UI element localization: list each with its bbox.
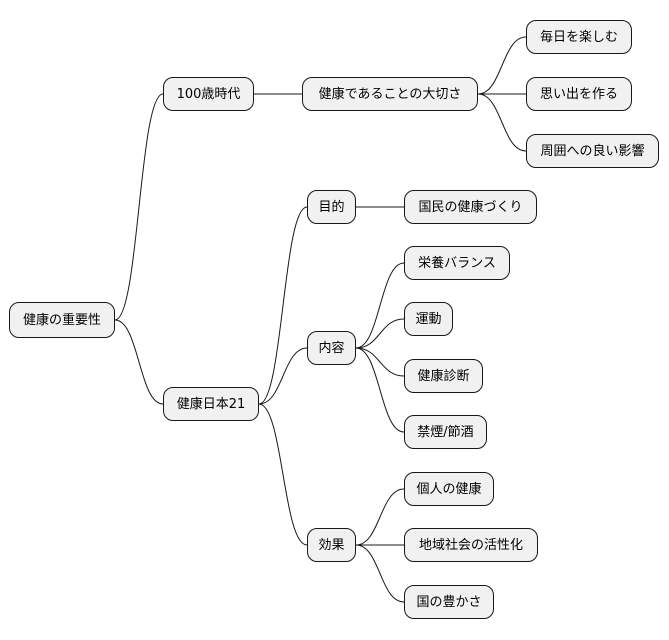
connector-n21b-n21b1 [355, 262, 405, 349]
node-label: 運動 [415, 311, 442, 327]
mindmap-node-no-smoking-drinking: 禁煙/節酒 [404, 415, 487, 449]
node-label: 健康であることの大切さ [318, 86, 462, 102]
mindmap-node-good-influence: 周囲への良い影響 [526, 134, 659, 168]
node-label: 毎日を楽しむ [539, 29, 618, 45]
connector-n21-n21c [258, 403, 308, 546]
node-label: 周囲への良い影響 [540, 143, 645, 159]
node-label: 個人の健康 [416, 481, 482, 497]
mindmap-node-importance-of-health: 健康であることの大切さ [302, 77, 478, 111]
mindmap-node-national-health: 国民の健康づくり [404, 190, 537, 224]
mindmap-node-root: 健康の重要性 [9, 302, 115, 338]
node-label: 国民の健康づくり [418, 199, 523, 215]
mindmap-node-effect: 効果 [307, 528, 356, 562]
connector-n21-n21b [258, 347, 308, 405]
mindmap-node-health-checkup: 健康診断 [404, 359, 483, 393]
mindmap-node-health-japan-21: 健康日本21 [163, 387, 259, 421]
mindmap-node-nutrition-balance: 栄養バランス [404, 246, 510, 280]
node-label: 100歳時代 [176, 86, 241, 102]
mindmap-node-exercise: 運動 [404, 302, 453, 336]
mindmap-node-100-years: 100歳時代 [163, 77, 254, 111]
node-label: 目的 [318, 199, 345, 215]
node-label: 健康日本21 [176, 396, 246, 412]
connector-n21b-n21b2 [355, 318, 405, 349]
node-label: 効果 [318, 537, 345, 553]
mindmap-node-make-memories: 思い出を作る [526, 77, 632, 111]
mindmap-node-community-revitalization: 地域社会の活性化 [404, 528, 538, 562]
node-label: 健康診断 [417, 368, 470, 384]
connector-n21b-n21b3 [355, 347, 405, 377]
node-label: 思い出を作る [539, 86, 618, 102]
mindmap-node-personal-health: 個人の健康 [404, 472, 494, 506]
mindmap-node-content: 内容 [307, 331, 356, 365]
connector-n21c-n21c3 [355, 544, 405, 603]
node-label: 健康の重要性 [22, 312, 101, 328]
node-label: 禁煙/節酒 [417, 424, 474, 440]
node-label: 内容 [318, 340, 345, 356]
node-label: 国の豊かさ [416, 594, 482, 610]
connector-n21c-n21c1 [355, 488, 405, 546]
connector-n21-n21a [258, 206, 308, 405]
node-label: 地域社会の活性化 [418, 537, 523, 553]
connector-root-n21 [114, 319, 164, 405]
node-label: 栄養バランス [418, 255, 496, 271]
mindmap-node-purpose: 目的 [307, 190, 356, 224]
connector-n21b-n21b4 [355, 347, 405, 433]
connector-n100a-n100a3 [477, 93, 527, 152]
mindmap-node-enjoy-every-day: 毎日を楽しむ [526, 20, 632, 54]
connector-root-n100 [114, 93, 164, 321]
connector-n100a-n100a1 [477, 36, 527, 95]
mindmap-node-national-prosperity: 国の豊かさ [404, 585, 494, 619]
